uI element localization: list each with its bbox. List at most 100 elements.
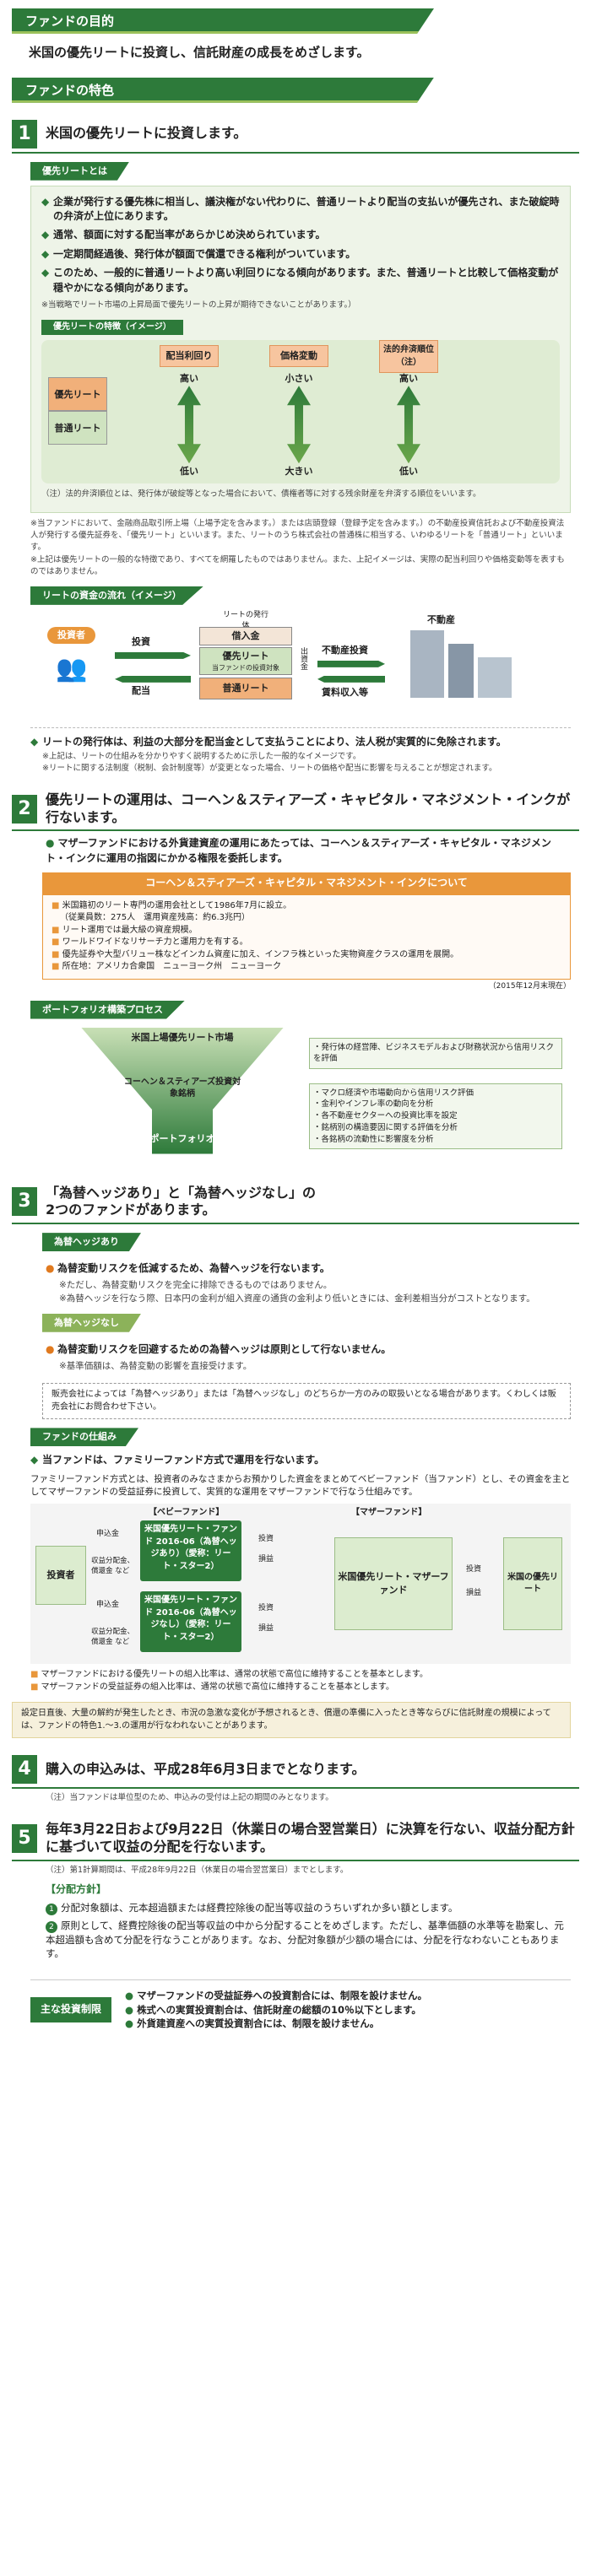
hedge-tag: 為替ヘッジあり: [42, 1233, 141, 1252]
dividend-label: 配当: [132, 684, 150, 696]
limit-item: 外貨建資産への実質投資割合には、制限を設けません。: [125, 2017, 427, 2031]
process-item: ・銘柄別の構造要因に関する評価を分析: [313, 1122, 458, 1132]
investor-box: 投資者: [35, 1546, 86, 1606]
building-icon: [410, 629, 444, 698]
market-note: 設定日直後、大量の解約が発生したとき、市況の急激な変化が予想されるとき、償還の準…: [12, 1702, 571, 1739]
building-icon: [448, 643, 474, 698]
baby-label: 【ベビーファンド】: [149, 1508, 225, 1518]
pref-reit-box: 企業が発行する優先株に相当し、議決権がない代わりに、普通リートより配当の支払いが…: [30, 185, 571, 514]
nohedge-main: 為替変動リスクを回避するための為替ヘッジは原則として行ないません。: [46, 1342, 571, 1358]
issuer-label: リートの発行体: [222, 610, 268, 630]
section-number: 1: [12, 119, 37, 149]
pref-sub: 当ファンドの投資対象: [212, 663, 279, 672]
company-bar: コーヘン＆スティアーズ・キャピタル・マネジメント・インクについて: [42, 872, 571, 894]
section-number: 5: [12, 1823, 37, 1853]
company-item: 米国籍初のリート専門の運用会社として1986年7月に設立。: [52, 900, 561, 913]
section-number: 3: [12, 1187, 37, 1217]
section-number: 2: [12, 794, 37, 824]
bullet: 企業が発行する優先株に相当し、議決権がない代わりに、普通リートより配当の支払いが…: [41, 195, 560, 224]
limits: 主な投資制限 マザーファンドの受益証券への投資割合には、制限を設けません。 株式…: [30, 1979, 571, 2031]
structure-lead: 当ファンドは、ファミリーファンド方式で運用を行ないます。: [30, 1453, 571, 1468]
structure-note: マザーファンドの受益証券の組入比率は、通常の状態で高位に維持することを基本としま…: [30, 1682, 571, 1694]
common-box: 普通リート: [199, 677, 292, 699]
section-4-header: 4 購入の申込みは、平成28年6月3日までとなります。: [12, 1755, 579, 1790]
note: ※当戦略でリート市場の上昇局面で優先リートの上昇が期待できないことがあります。）: [41, 300, 356, 311]
process-diagram: 米国上場優先リート市場 コーヘン＆スティアーズ投資対象銘柄 ポートフォリオ ・発…: [30, 1024, 571, 1168]
note: ※上記は優先リートの一般的な特徴であり、すべてを網羅したものではありません。また…: [30, 555, 565, 577]
mother-fund: 米国優先リート・マザーファンド: [334, 1537, 453, 1631]
row-pref: 優先リート: [48, 377, 107, 412]
section-1-header: 1 米国の優先リートに投資します。: [12, 119, 579, 154]
col-header: 配当利回り: [160, 345, 219, 368]
feature-tag: 優先リートの特徴（イメージ）: [41, 319, 183, 336]
structure-tag: ファンドの仕組み: [30, 1428, 138, 1447]
note: （注）法的弁済順位とは、発行体が破綻等となった場合において、債権者等に対する残余…: [41, 489, 481, 500]
section-title: 購入の申込みは、平成28年6月3日までとなります。: [46, 1760, 366, 1777]
policy-text: 原則として、経費控除後の配当等収益の中から分配することをめざします。ただし、基準…: [46, 1919, 564, 1960]
arrow-left-icon: [115, 675, 191, 683]
company-item: ワールドワイドなリサーチ力と運用力を有する。: [52, 937, 561, 949]
number-icon: 2: [46, 1920, 57, 1933]
reinvest-label: 不動産投資: [322, 644, 368, 656]
flow-tag: リートの資金の流れ（イメージ）: [30, 586, 203, 605]
gain-label: 損益: [258, 1555, 274, 1564]
investor-label: 投資者: [47, 626, 95, 644]
loan-box: 借入金: [199, 626, 292, 645]
s2-lead: マザーファンドにおける外貨建資産の運用にあたっては、コーヘン＆スティアーズ・キャ…: [46, 836, 579, 866]
bullet: このため、一般的に普通リートより高い利回りになる傾向があります。また、普通リート…: [41, 266, 560, 295]
inv-label: 投資: [258, 1604, 274, 1613]
structure-diagram: 投資者 【ベビーファンド】 【マザーファンド】 米国優先リート・ファンド 201…: [30, 1504, 571, 1665]
hedge-note: ※ただし、為替変動リスクを完全に排除できるものではありません。: [59, 1280, 333, 1291]
row-common: 普通リート: [48, 411, 107, 446]
col-header: 価格変動: [269, 345, 328, 368]
process-item: ・金利やインフレ率の動向を分析: [313, 1099, 434, 1110]
money-flow: 投資者 👥 投資 配当 リートの発行体 借入金 優先リート当ファンドの投資対象 …: [30, 610, 571, 728]
features-tag: ファンドの特色: [12, 77, 434, 103]
top-label: 高い: [399, 373, 418, 385]
section-number: 4: [12, 1755, 37, 1785]
bottom-label: 大きい: [285, 466, 313, 478]
purpose-text: 米国の優先リートに投資し、信託財産の成長をめざします。: [29, 45, 370, 60]
sales-note: 販売会社によっては「為替ヘッジあり」または「為替ヘッジなし」のどちらか一方のみの…: [42, 1383, 571, 1420]
apply-label: 申込金: [96, 1530, 120, 1539]
note: ※上記は、リートの仕組みを分かりやすく説明するために示した一般的なイメージです。: [42, 752, 361, 762]
s4-note: （注）当ファンドは単位型のため、申込みの受付は上記の期間のみとなります。: [46, 1793, 333, 1803]
company-item: 優先証券や大型バリュー株などインカム資産に加え、インフラ株といった実物資産クラス…: [52, 949, 561, 962]
step-universe: コーヘン＆スティアーズ投資対象銘柄: [123, 1077, 241, 1099]
top-label: 小さい: [285, 373, 313, 385]
section-2-header: 2 優先リートの運用は、コーヘン＆スティアーズ・キャピタル・マネジメント・インク…: [12, 791, 579, 832]
section-title: 優先リートの運用は、コーヘン＆スティアーズ・キャピタル・マネジメント・インクが行…: [46, 791, 571, 825]
apply-label: 申込金: [96, 1601, 120, 1610]
date-note: （2015年12月末現在）: [488, 981, 571, 991]
purpose-tag: ファンドの目的: [12, 8, 434, 34]
policy-title: 【分配方針】: [46, 1883, 107, 1896]
nohedge-tag: 為替ヘッジなし: [42, 1313, 141, 1332]
structure-notes: マザーファンドにおける優先リートの組入比率は、通常の状態で高位に維持することを基…: [30, 1669, 571, 1693]
fund-unhedged: 米国優先リート・ファンド 2016-06（為替ヘッジなし）（愛称：リート・スター…: [140, 1591, 241, 1653]
arrow-icon: [397, 386, 420, 464]
title-line: 2つのファンドがあります。: [46, 1202, 216, 1218]
fund-hedged: 米国優先リート・ファンド 2016-06（為替ヘッジあり）（愛称：リート・スター…: [140, 1520, 241, 1582]
person-icon: 👥: [56, 653, 88, 683]
process-note-2: ・マクロ経済や市場動向から信用リスク評価 ・金利やインフレ率の動向を分析 ・各不…: [309, 1083, 562, 1150]
inv-label: 投資: [466, 1565, 482, 1574]
arrow-left-icon: [317, 675, 385, 683]
gain-label: 損益: [466, 1589, 482, 1598]
pref-box: 優先リート当ファンドの投資対象: [199, 646, 292, 676]
limits-label: 主な投資制限: [30, 1997, 112, 2022]
process-item: ・マクロ経済や市場動向から信用リスク評価: [313, 1088, 474, 1098]
capital-label: 出資金: [299, 646, 308, 670]
col-header: 法的弁済順位（注）: [379, 340, 438, 374]
arrow-icon: [287, 386, 311, 464]
note: ※当ファンドにおいて、金融商品取引所上場（上場予定を含みます。）または店頭登録（…: [30, 519, 565, 552]
company-item: 所在地：アメリカ合衆国 ニューヨーク州 ニューヨーク: [52, 961, 561, 974]
company-item: （従業員数：275人 運用資産残高：約6.3兆円）: [60, 913, 250, 923]
bullet: 通常、額面に対する配当率があらかじめ決められています。: [41, 228, 560, 243]
note: ※リートに関する法制度（税制、会計制度等）が変更となった場合、リートの価格や配当…: [42, 763, 497, 773]
step-market: 米国上場優先リート市場: [131, 1031, 234, 1043]
